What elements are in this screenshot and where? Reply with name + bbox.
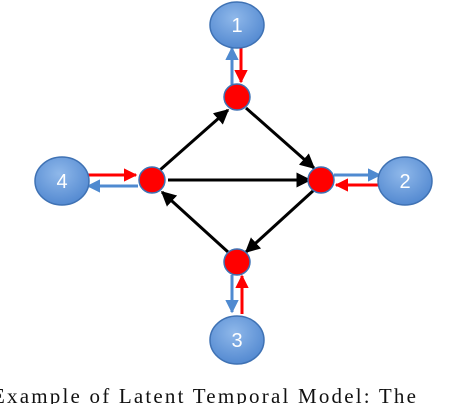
observed-node-3: 3 xyxy=(209,315,265,365)
latent-node-top xyxy=(223,83,251,111)
edge-top-to-right xyxy=(245,106,316,170)
node-1-shape xyxy=(209,1,265,49)
node-2-shape xyxy=(377,156,433,206)
observed-node-1: 1 xyxy=(209,1,265,49)
observed-node-2: 2 xyxy=(377,156,433,206)
observation-edges-3 xyxy=(225,274,249,314)
node-2-label: 2 xyxy=(399,171,410,193)
node-1-label: 1 xyxy=(231,15,242,37)
latent-node-left xyxy=(138,166,166,194)
observed-node-4: 4 xyxy=(34,156,90,206)
edge-bottom-to-left xyxy=(160,190,230,254)
latent-node-bottom xyxy=(223,248,251,276)
latent-node-right xyxy=(307,166,335,194)
latent-edges xyxy=(159,106,316,254)
observation-edges-2 xyxy=(334,168,382,192)
observation-edges-1 xyxy=(225,46,248,85)
latent-nodes xyxy=(138,83,335,276)
node-4-shape xyxy=(34,156,90,206)
observation-edges-4 xyxy=(86,168,138,193)
node-3-shape xyxy=(209,315,265,365)
figure-caption: Example of Latent Temporal Model: The xyxy=(0,384,418,404)
node-4-label: 4 xyxy=(56,171,67,193)
node-3-label: 3 xyxy=(231,330,242,352)
edge-left-to-top xyxy=(159,108,230,172)
edge-right-to-bottom xyxy=(244,188,316,254)
